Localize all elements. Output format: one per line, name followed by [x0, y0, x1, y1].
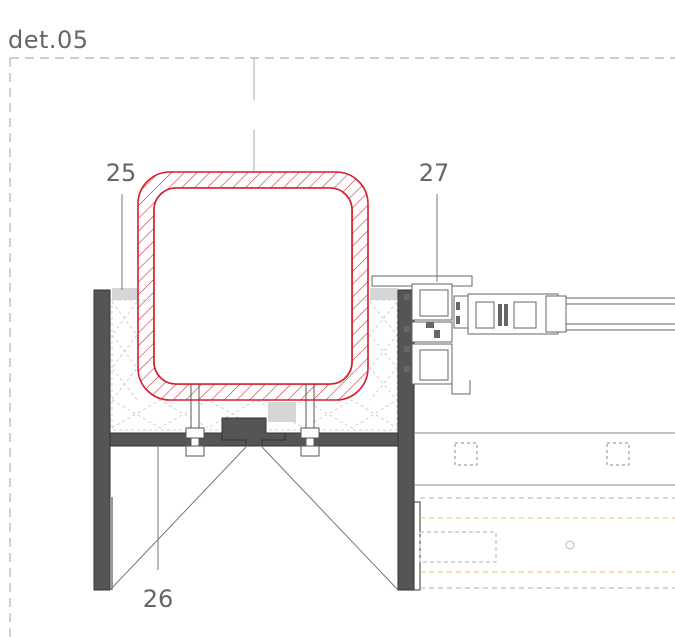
callout-27: 27 [419, 159, 450, 187]
bottom-plate [109, 417, 399, 447]
gasket-details [404, 294, 508, 372]
callout-leaders [121, 194, 438, 570]
callout-26: 26 [143, 585, 174, 613]
seal-strips [112, 288, 398, 422]
ceiling-hangers [454, 442, 630, 466]
detail-frame [9, 57, 675, 637]
steel-tube-section [137, 171, 369, 401]
diagonal-braces [109, 446, 399, 591]
window-frame-profile [371, 275, 675, 395]
detail-title: det.05 [8, 26, 89, 54]
left-flange-member [93, 289, 113, 591]
insulation-fill [111, 299, 398, 431]
right-flange-member [397, 289, 421, 591]
floor-slab-lines [414, 432, 675, 589]
callout-25: 25 [106, 159, 137, 187]
concealed-beam [419, 517, 675, 573]
